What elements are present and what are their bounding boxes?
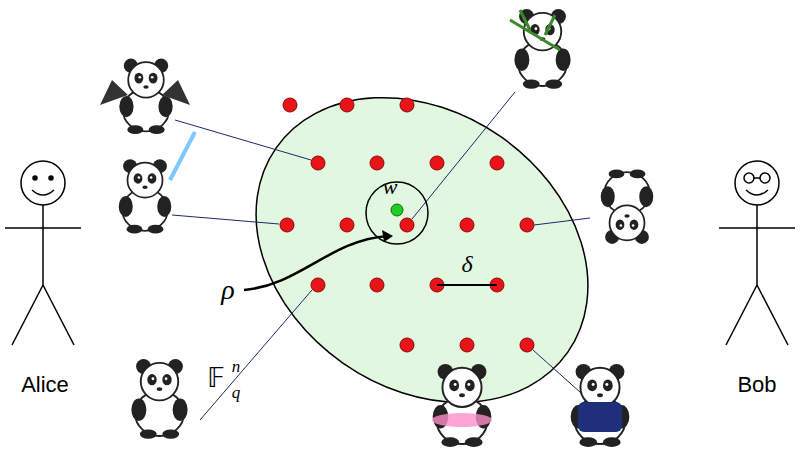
panda-jedi [119, 159, 172, 233]
alice-figure [5, 161, 81, 345]
error-arrow [244, 236, 388, 290]
panda-cape [100, 80, 190, 105]
leader-lines [172, 92, 600, 420]
panda-batman [119, 59, 172, 135]
person-name: Bob [737, 374, 776, 396]
codewords [280, 98, 534, 352]
panda-exit [131, 359, 187, 439]
field-subscript: q [232, 384, 241, 401]
panda-upside-down [601, 170, 654, 244]
received-word-label: w [383, 176, 398, 198]
distance-segment [437, 284, 497, 286]
received-word [391, 204, 403, 216]
field-symbol: 𝔽 [207, 365, 225, 391]
bamboo [510, 10, 560, 50]
arrowhead [382, 230, 393, 242]
panda-bamboo [514, 9, 570, 89]
lightsaber [170, 132, 195, 180]
person-name: Alice [21, 374, 69, 396]
tutu [432, 413, 492, 427]
distance-label: δ [461, 252, 472, 276]
panda-ballet [433, 364, 492, 447]
jersey [578, 402, 622, 432]
panda-michigan [571, 364, 630, 447]
field-superscript: n [232, 358, 241, 375]
error-label: ρ [221, 276, 234, 304]
bob-figure [719, 161, 795, 345]
vector-space-ellipse [197, 35, 647, 451]
